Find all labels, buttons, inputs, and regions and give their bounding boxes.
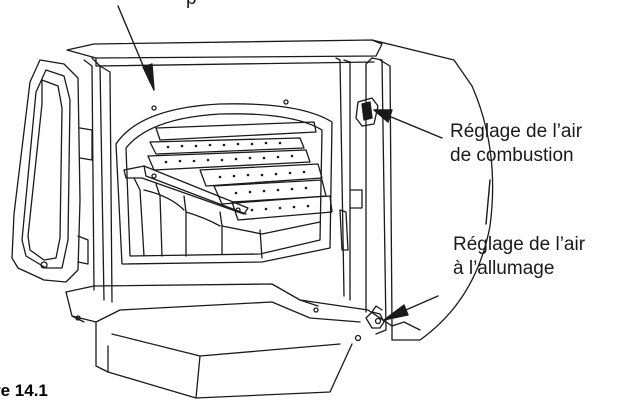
top-label-fragment: p <box>186 0 197 11</box>
stove-top-plate <box>66 39 473 87</box>
callout-leaders <box>117 5 491 321</box>
ignition-air-label-line1: Réglage de l’air <box>453 234 586 255</box>
stove-right-side <box>391 85 494 341</box>
stove-left-wall <box>83 57 113 303</box>
firebox-opening <box>115 99 333 265</box>
top-leader-arrowhead <box>142 63 155 91</box>
ignition-air-knob <box>365 305 385 329</box>
burner-tubes <box>147 121 333 221</box>
stove-door <box>11 59 93 283</box>
door-hinge-screw <box>40 261 48 269</box>
ignition-air-label: Réglage de l’air à l’allumage <box>453 233 585 281</box>
combustion-leader-line <box>383 113 443 139</box>
stove-base <box>95 321 353 399</box>
stove-bottom-ledge <box>65 283 393 342</box>
side-divider-line <box>485 179 491 225</box>
combustion-air-label: Réglage de l’air de combustion <box>450 120 582 168</box>
combustion-leader-arrowhead <box>373 109 393 123</box>
ignition-air-label-line2: à l’allumage <box>453 258 555 279</box>
baffle-plate <box>123 165 249 215</box>
stove-right-panel <box>335 57 393 335</box>
ignition-leader-arrowhead <box>383 304 409 321</box>
firebricks <box>133 177 321 259</box>
combustion-air-label-line1: Réglage de l’air <box>450 121 583 142</box>
figure-caption: re 14.1 <box>0 381 48 400</box>
combustion-air-label-line2: de combustion <box>450 145 574 166</box>
